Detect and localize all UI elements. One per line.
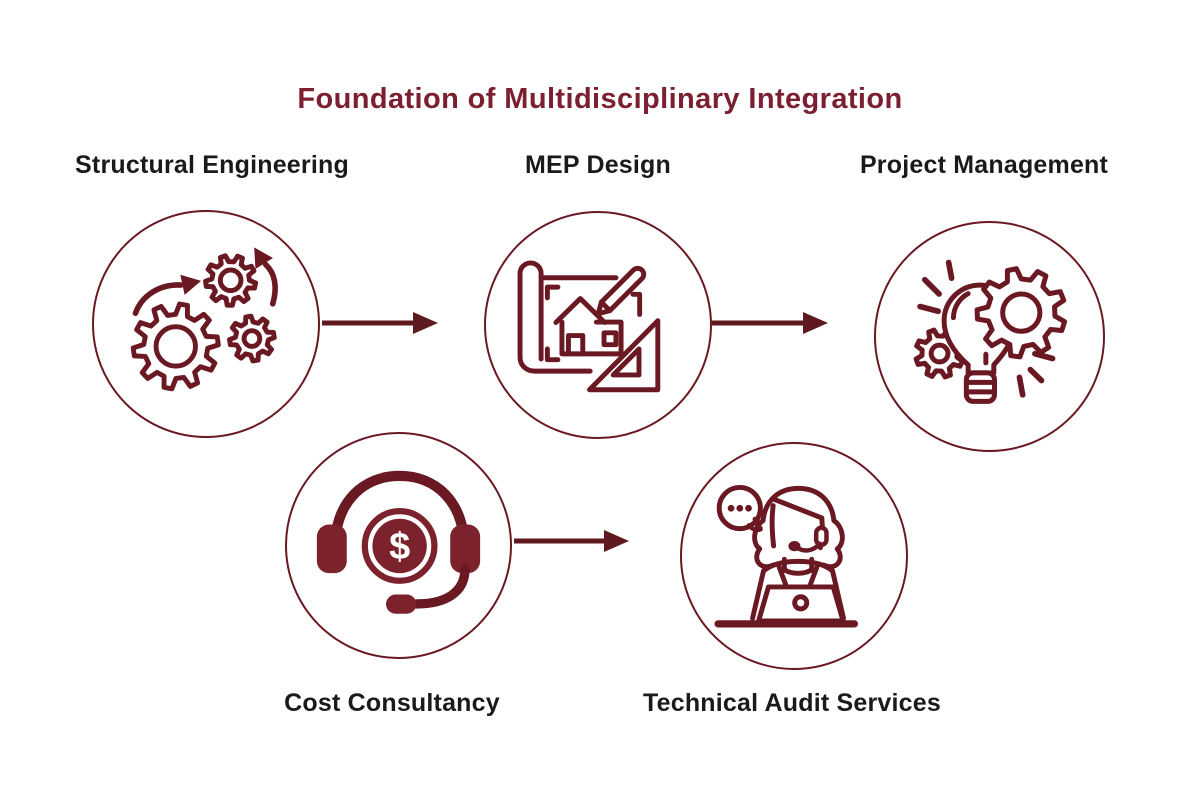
node-circle-mep-design: [484, 211, 712, 439]
gear-medium: [203, 253, 259, 308]
gear-large-right: [974, 266, 1068, 360]
gear-small: [227, 313, 277, 364]
spark-rays: [917, 259, 1056, 398]
node-label-structural-engineering: Structural Engineering: [75, 151, 349, 179]
dollar-symbol: $: [389, 526, 410, 568]
pencil: [595, 265, 647, 317]
headset: [316, 470, 481, 614]
node-label-technical-audit-services: Technical Audit Services: [643, 689, 941, 717]
arrow-mep-to-project: [712, 312, 828, 334]
gears-progress-icon: [130, 247, 278, 392]
headset-dollar-icon: $: [316, 470, 481, 614]
gear-large: [130, 301, 221, 392]
support-agent-laptop-icon: [714, 484, 859, 628]
set-square: [587, 318, 661, 393]
arrow-cost-to-audit: [514, 530, 629, 552]
node-label-mep-design: MEP Design: [524, 151, 672, 179]
node-circle-structural-engineering: [92, 210, 320, 438]
dollar-coin: $: [361, 508, 438, 584]
node-circle-technical-audit: [680, 442, 908, 670]
blueprint-drafting-icon: [517, 260, 661, 393]
laptop: [756, 584, 846, 624]
curved-arrow-right: [254, 247, 278, 307]
idea-bulb-gear-icon: [913, 259, 1068, 404]
arrow-structural-to-mep: [322, 312, 438, 334]
node-label-project-management: Project Management: [859, 151, 1109, 179]
node-label-cost-consultancy: Cost Consultancy: [284, 689, 500, 717]
agent-head: [752, 485, 845, 569]
page-title: Foundation of Multidisciplinary Integrat…: [297, 83, 903, 115]
microphone: [386, 594, 417, 614]
curved-arrow-left: [132, 274, 202, 317]
blueprint-sheet: [517, 260, 643, 374]
node-circle-project-management: [874, 221, 1105, 452]
node-circle-cost-consultancy: $: [285, 432, 512, 659]
agent-body: [750, 556, 846, 621]
mic-tip: [788, 540, 801, 552]
speech-bubble: [716, 484, 764, 533]
